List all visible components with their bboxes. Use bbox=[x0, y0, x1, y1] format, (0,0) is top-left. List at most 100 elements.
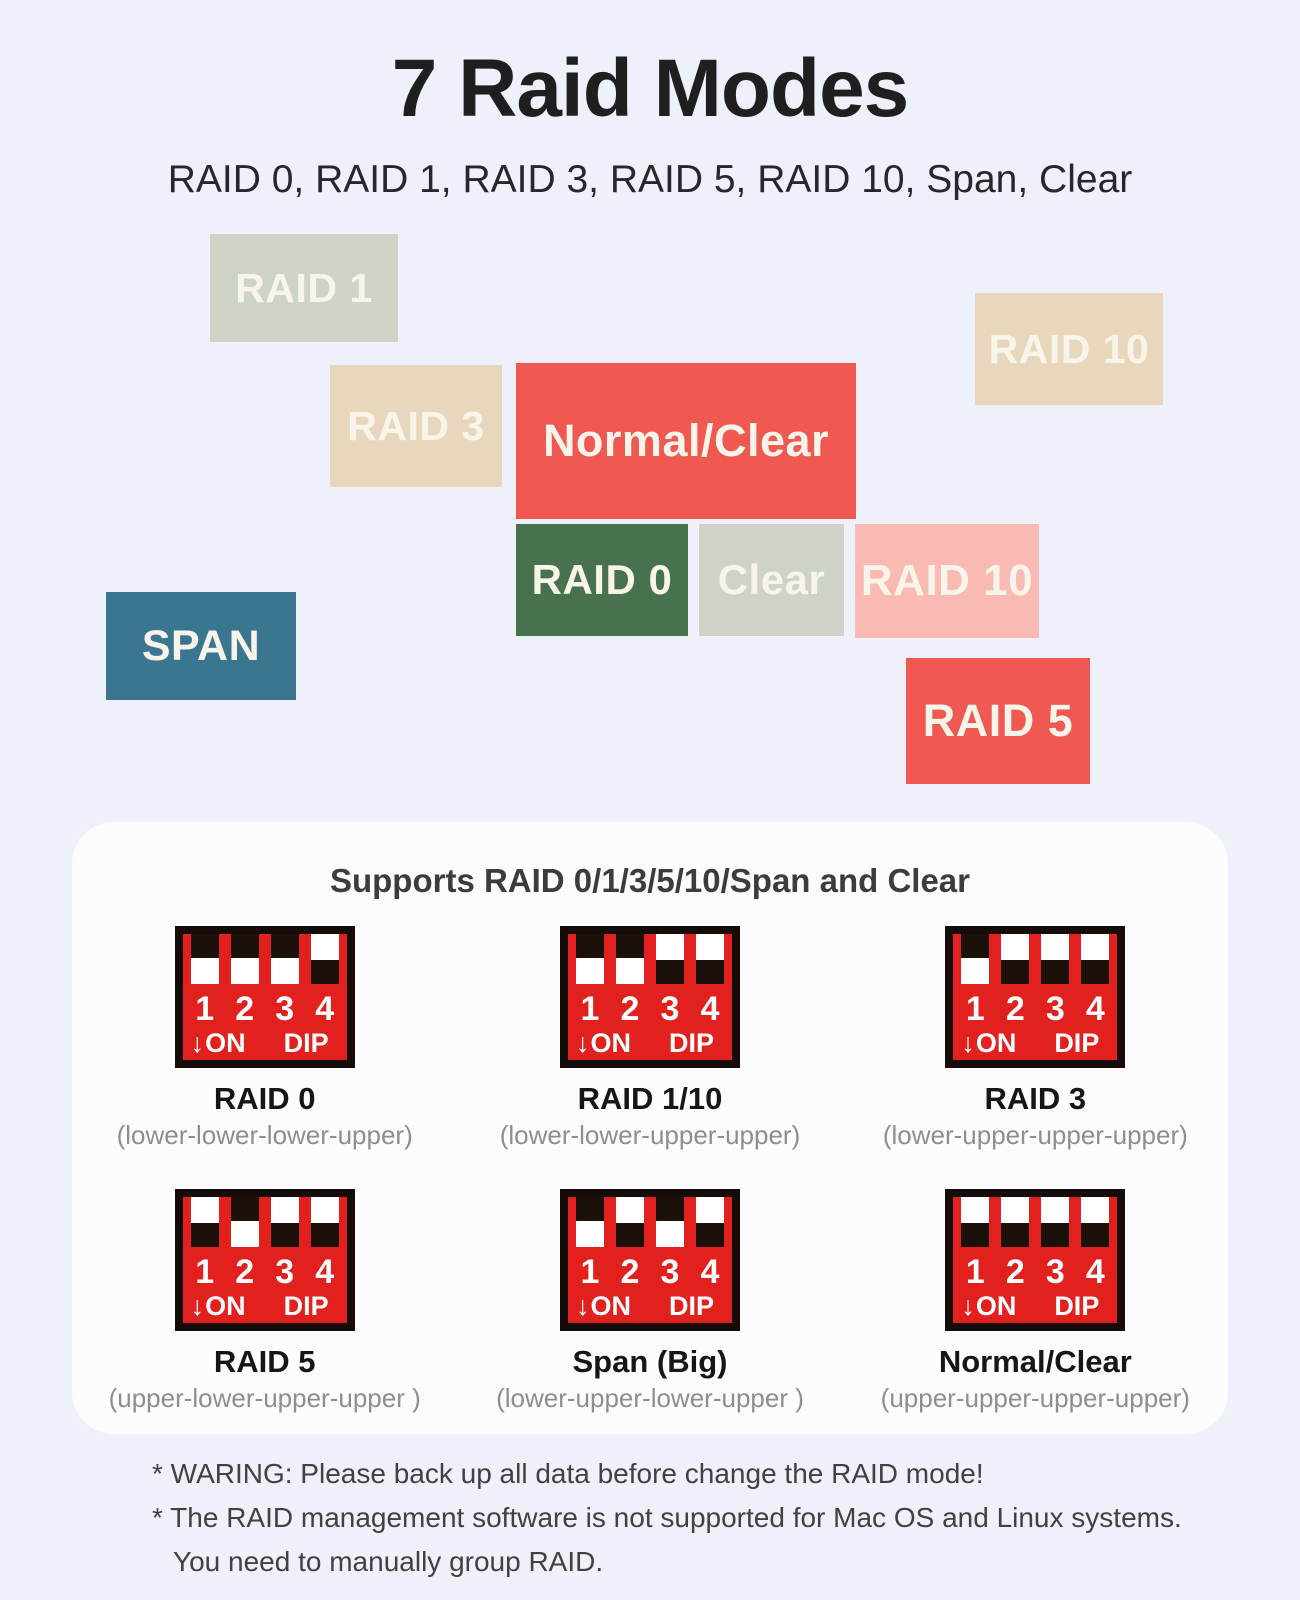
dip-slot-1-upper bbox=[961, 1197, 990, 1247]
dip-slot-1-lower bbox=[575, 934, 604, 984]
dip-slider-handle bbox=[961, 1197, 990, 1223]
dip-slot-3-upper bbox=[1041, 1197, 1070, 1247]
dip-label: DIP bbox=[668, 1028, 714, 1058]
header: 7 Raid Modes RAID 0, RAID 1, RAID 3, RAI… bbox=[0, 0, 1300, 202]
mode-block-raid-3: RAID 3 bbox=[330, 365, 502, 487]
mode-caption: (upper-lower-upper-upper ) bbox=[108, 1383, 421, 1413]
dip-slot-4-upper bbox=[695, 934, 724, 984]
switch-number: 3 bbox=[275, 990, 295, 1028]
mode-caption: (lower-upper-lower-upper ) bbox=[496, 1383, 804, 1413]
switch-number: 1 bbox=[580, 1253, 600, 1291]
footnote-line: * WARING: Please back up all data before… bbox=[152, 1458, 984, 1489]
supports-card: Supports RAID 0/1/3/5/10/Span and Clear … bbox=[72, 822, 1228, 1434]
mode-name: RAID 3 bbox=[984, 1081, 1087, 1116]
mode-block-raid-10-top: RAID 10 bbox=[975, 293, 1163, 405]
card-heading: Supports RAID 0/1/3/5/10/Span and Clear bbox=[329, 862, 971, 899]
on-indicator: ↓ON bbox=[576, 1292, 631, 1321]
dip-slot-2-upper bbox=[1001, 934, 1030, 984]
dip-slider-handle bbox=[1041, 934, 1070, 960]
dip-label: DIP bbox=[283, 1028, 329, 1058]
on-indicator: ↓ON bbox=[961, 1029, 1016, 1058]
dip-slot-4-upper bbox=[1081, 934, 1110, 984]
dip-slot-2-lower bbox=[230, 1197, 259, 1247]
page-subtitle: RAID 0, RAID 1, RAID 3, RAID 5, RAID 10,… bbox=[167, 158, 1133, 201]
dip-slider-handle bbox=[230, 1221, 259, 1247]
mode-block-normal-clear: Normal/Clear bbox=[516, 363, 856, 519]
switch-number: 1 bbox=[580, 990, 600, 1028]
dip-slider-handle bbox=[230, 958, 259, 984]
switch-number: 3 bbox=[660, 990, 680, 1028]
mode-name: Normal/Clear bbox=[938, 1344, 1132, 1379]
switch-number: 1 bbox=[195, 1253, 215, 1291]
dip-slider-handle bbox=[190, 1197, 219, 1223]
dip-slot-2-lower bbox=[615, 934, 644, 984]
mode-block-raid-5: RAID 5 bbox=[906, 658, 1090, 784]
mode-block-span: SPAN bbox=[106, 592, 296, 700]
mode-block-raid-10: RAID 10 bbox=[855, 524, 1039, 638]
dip-label: DIP bbox=[1054, 1028, 1100, 1058]
switch-number: 2 bbox=[1005, 1253, 1025, 1291]
on-label: ON bbox=[205, 1291, 246, 1321]
switch-number: 2 bbox=[620, 1253, 640, 1291]
dip-slider-handle bbox=[190, 958, 219, 984]
dip-slot-2-upper bbox=[1001, 1197, 1030, 1247]
dip-slot-4-upper bbox=[310, 1197, 339, 1247]
dip-slider-handle bbox=[270, 1197, 299, 1223]
switch-number: 1 bbox=[965, 1253, 985, 1291]
dip-slots bbox=[961, 1197, 1110, 1247]
dip-slider-handle bbox=[1081, 934, 1110, 960]
dip-on-row: ↓ON DIP bbox=[961, 1292, 1109, 1321]
dip-label: DIP bbox=[1054, 1291, 1100, 1321]
switch-number: 3 bbox=[1045, 1253, 1065, 1291]
mode-name: RAID 0 bbox=[213, 1081, 316, 1116]
mode-name: RAID 5 bbox=[213, 1344, 316, 1379]
dip-slot-3-upper bbox=[655, 934, 684, 984]
footnote-line: * The RAID management software is not su… bbox=[152, 1502, 1182, 1533]
dip-slot-1-lower bbox=[575, 1197, 604, 1247]
dip-slot-2-upper bbox=[615, 1197, 644, 1247]
dip-slot-4-upper bbox=[695, 1197, 724, 1247]
dip-slider-handle bbox=[615, 958, 644, 984]
dip-slider-handle bbox=[310, 1197, 339, 1223]
dip-slot-1-upper bbox=[190, 1197, 219, 1247]
on-label: ON bbox=[590, 1291, 631, 1321]
switch-number: 4 bbox=[1085, 1253, 1105, 1291]
dip-label: DIP bbox=[283, 1291, 329, 1321]
dip-slider-handle bbox=[1001, 1197, 1030, 1223]
on-label: ON bbox=[205, 1028, 246, 1058]
dip-slots bbox=[190, 1197, 339, 1247]
dip-slider-handle bbox=[655, 1221, 684, 1247]
dip-slots bbox=[961, 934, 1110, 984]
dip-slider-handle bbox=[575, 1221, 604, 1247]
on-indicator: ↓ON bbox=[191, 1292, 246, 1321]
footnote-line: You need to manually group RAID. bbox=[173, 1546, 604, 1577]
switch-number: 3 bbox=[275, 1253, 295, 1291]
dip-slider-handle bbox=[310, 934, 339, 960]
switch-number: 4 bbox=[315, 990, 335, 1028]
dip-slot-4-upper bbox=[310, 934, 339, 984]
mode-name: Span (Big) bbox=[572, 1344, 728, 1379]
dip-slider-handle bbox=[1041, 1197, 1070, 1223]
dip-slider-handle bbox=[961, 958, 990, 984]
on-indicator: ↓ON bbox=[961, 1292, 1016, 1321]
on-label: ON bbox=[975, 1291, 1017, 1321]
mode-block-raid-1: RAID 1 bbox=[210, 234, 398, 342]
page-title: 7 Raid Modes bbox=[391, 43, 910, 134]
dip-slot-2-lower bbox=[230, 934, 259, 984]
